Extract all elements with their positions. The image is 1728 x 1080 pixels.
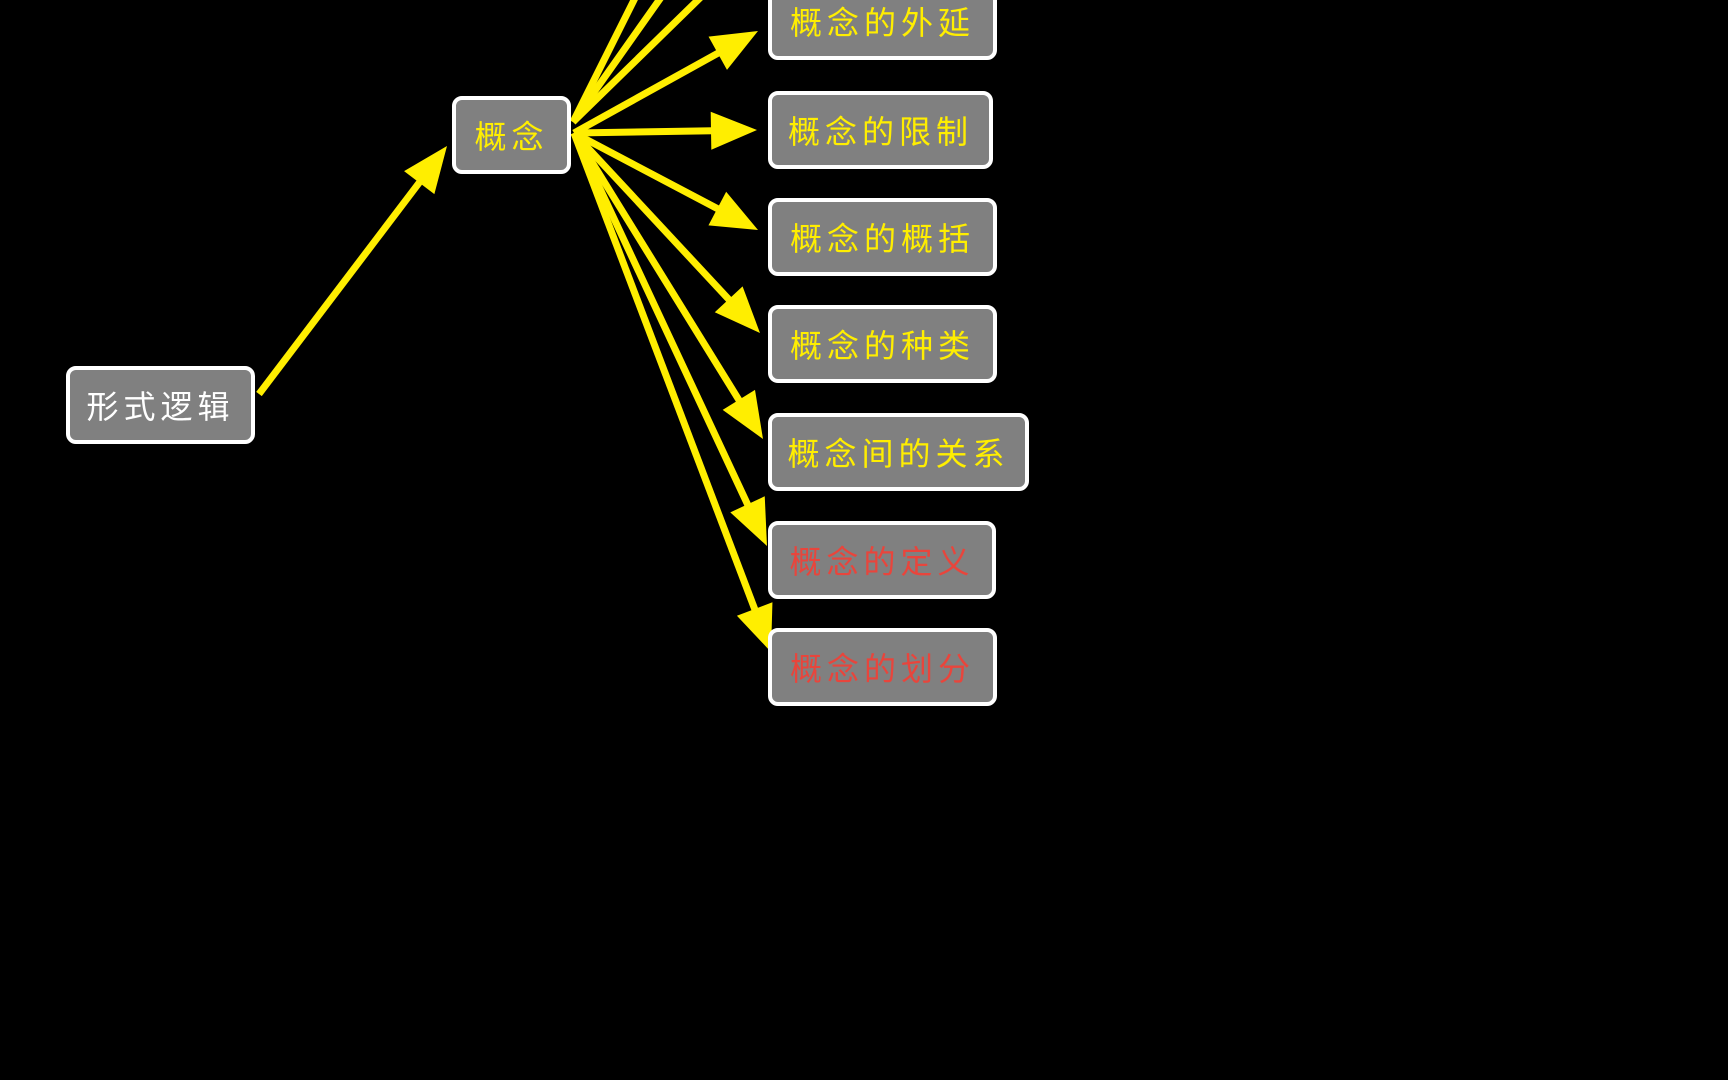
node-concept-kinds[interactable]: 概念的种类 (768, 305, 997, 383)
edge-concept-division-line (570, 131, 759, 613)
node-concept[interactable]: 概念 (452, 96, 571, 174)
edge-concept-definition-line (570, 131, 752, 508)
edge-concept-extension-line (572, 49, 722, 137)
arrow-group (256, 0, 773, 652)
node-concept-division[interactable]: 概念的划分 (768, 628, 997, 706)
edge-concept-limitation-head (710, 111, 757, 150)
edge-concept-extension-head (708, 31, 758, 70)
edge-concept-generalization-line (572, 129, 721, 213)
node-concept-definition-label: 概念的定义 (789, 543, 975, 581)
node-formal-logic-label: 形式逻辑 (86, 388, 235, 426)
node-concept-extension-label: 概念的外延 (789, 4, 975, 42)
edge-concept-offscreen-2 (570, 0, 664, 125)
edge-concept-relations-line (571, 131, 743, 404)
node-concept-extension[interactable]: 概念的外延 (768, 0, 997, 60)
edge-concept-offscreen-1 (569, 0, 638, 124)
node-concept-generalization[interactable]: 概念的概括 (768, 198, 997, 276)
edge-concept-kinds-head (714, 286, 760, 333)
node-concept-relations[interactable]: 概念间的关系 (768, 413, 1029, 491)
edge-concept-kinds-line (571, 130, 733, 304)
node-concept-relations-label: 概念间的关系 (787, 435, 1010, 473)
node-concept-division-label: 概念的划分 (789, 650, 975, 688)
node-concept-limitation-label: 概念的限制 (787, 113, 973, 151)
edge-concept-offscreen-3 (570, 0, 703, 125)
node-formal-logic[interactable]: 形式逻辑 (66, 366, 255, 444)
edge-root-concept-head (404, 146, 447, 195)
edge-root-concept-line (256, 178, 424, 397)
node-concept-limitation[interactable]: 概念的限制 (768, 91, 993, 169)
edge-concept-division-head (736, 602, 773, 652)
edge-concept-limitation-line (573, 127, 714, 137)
edge-concept-generalization-head (708, 191, 758, 230)
node-concept-kinds-label: 概念的种类 (789, 327, 975, 365)
edge-concept-definition-head (730, 496, 767, 546)
node-concept-definition[interactable]: 概念的定义 (768, 521, 996, 599)
node-concept-generalization-label: 概念的概括 (789, 220, 975, 258)
node-concept-label: 概念 (474, 118, 549, 156)
edge-concept-relations-head (722, 389, 763, 439)
